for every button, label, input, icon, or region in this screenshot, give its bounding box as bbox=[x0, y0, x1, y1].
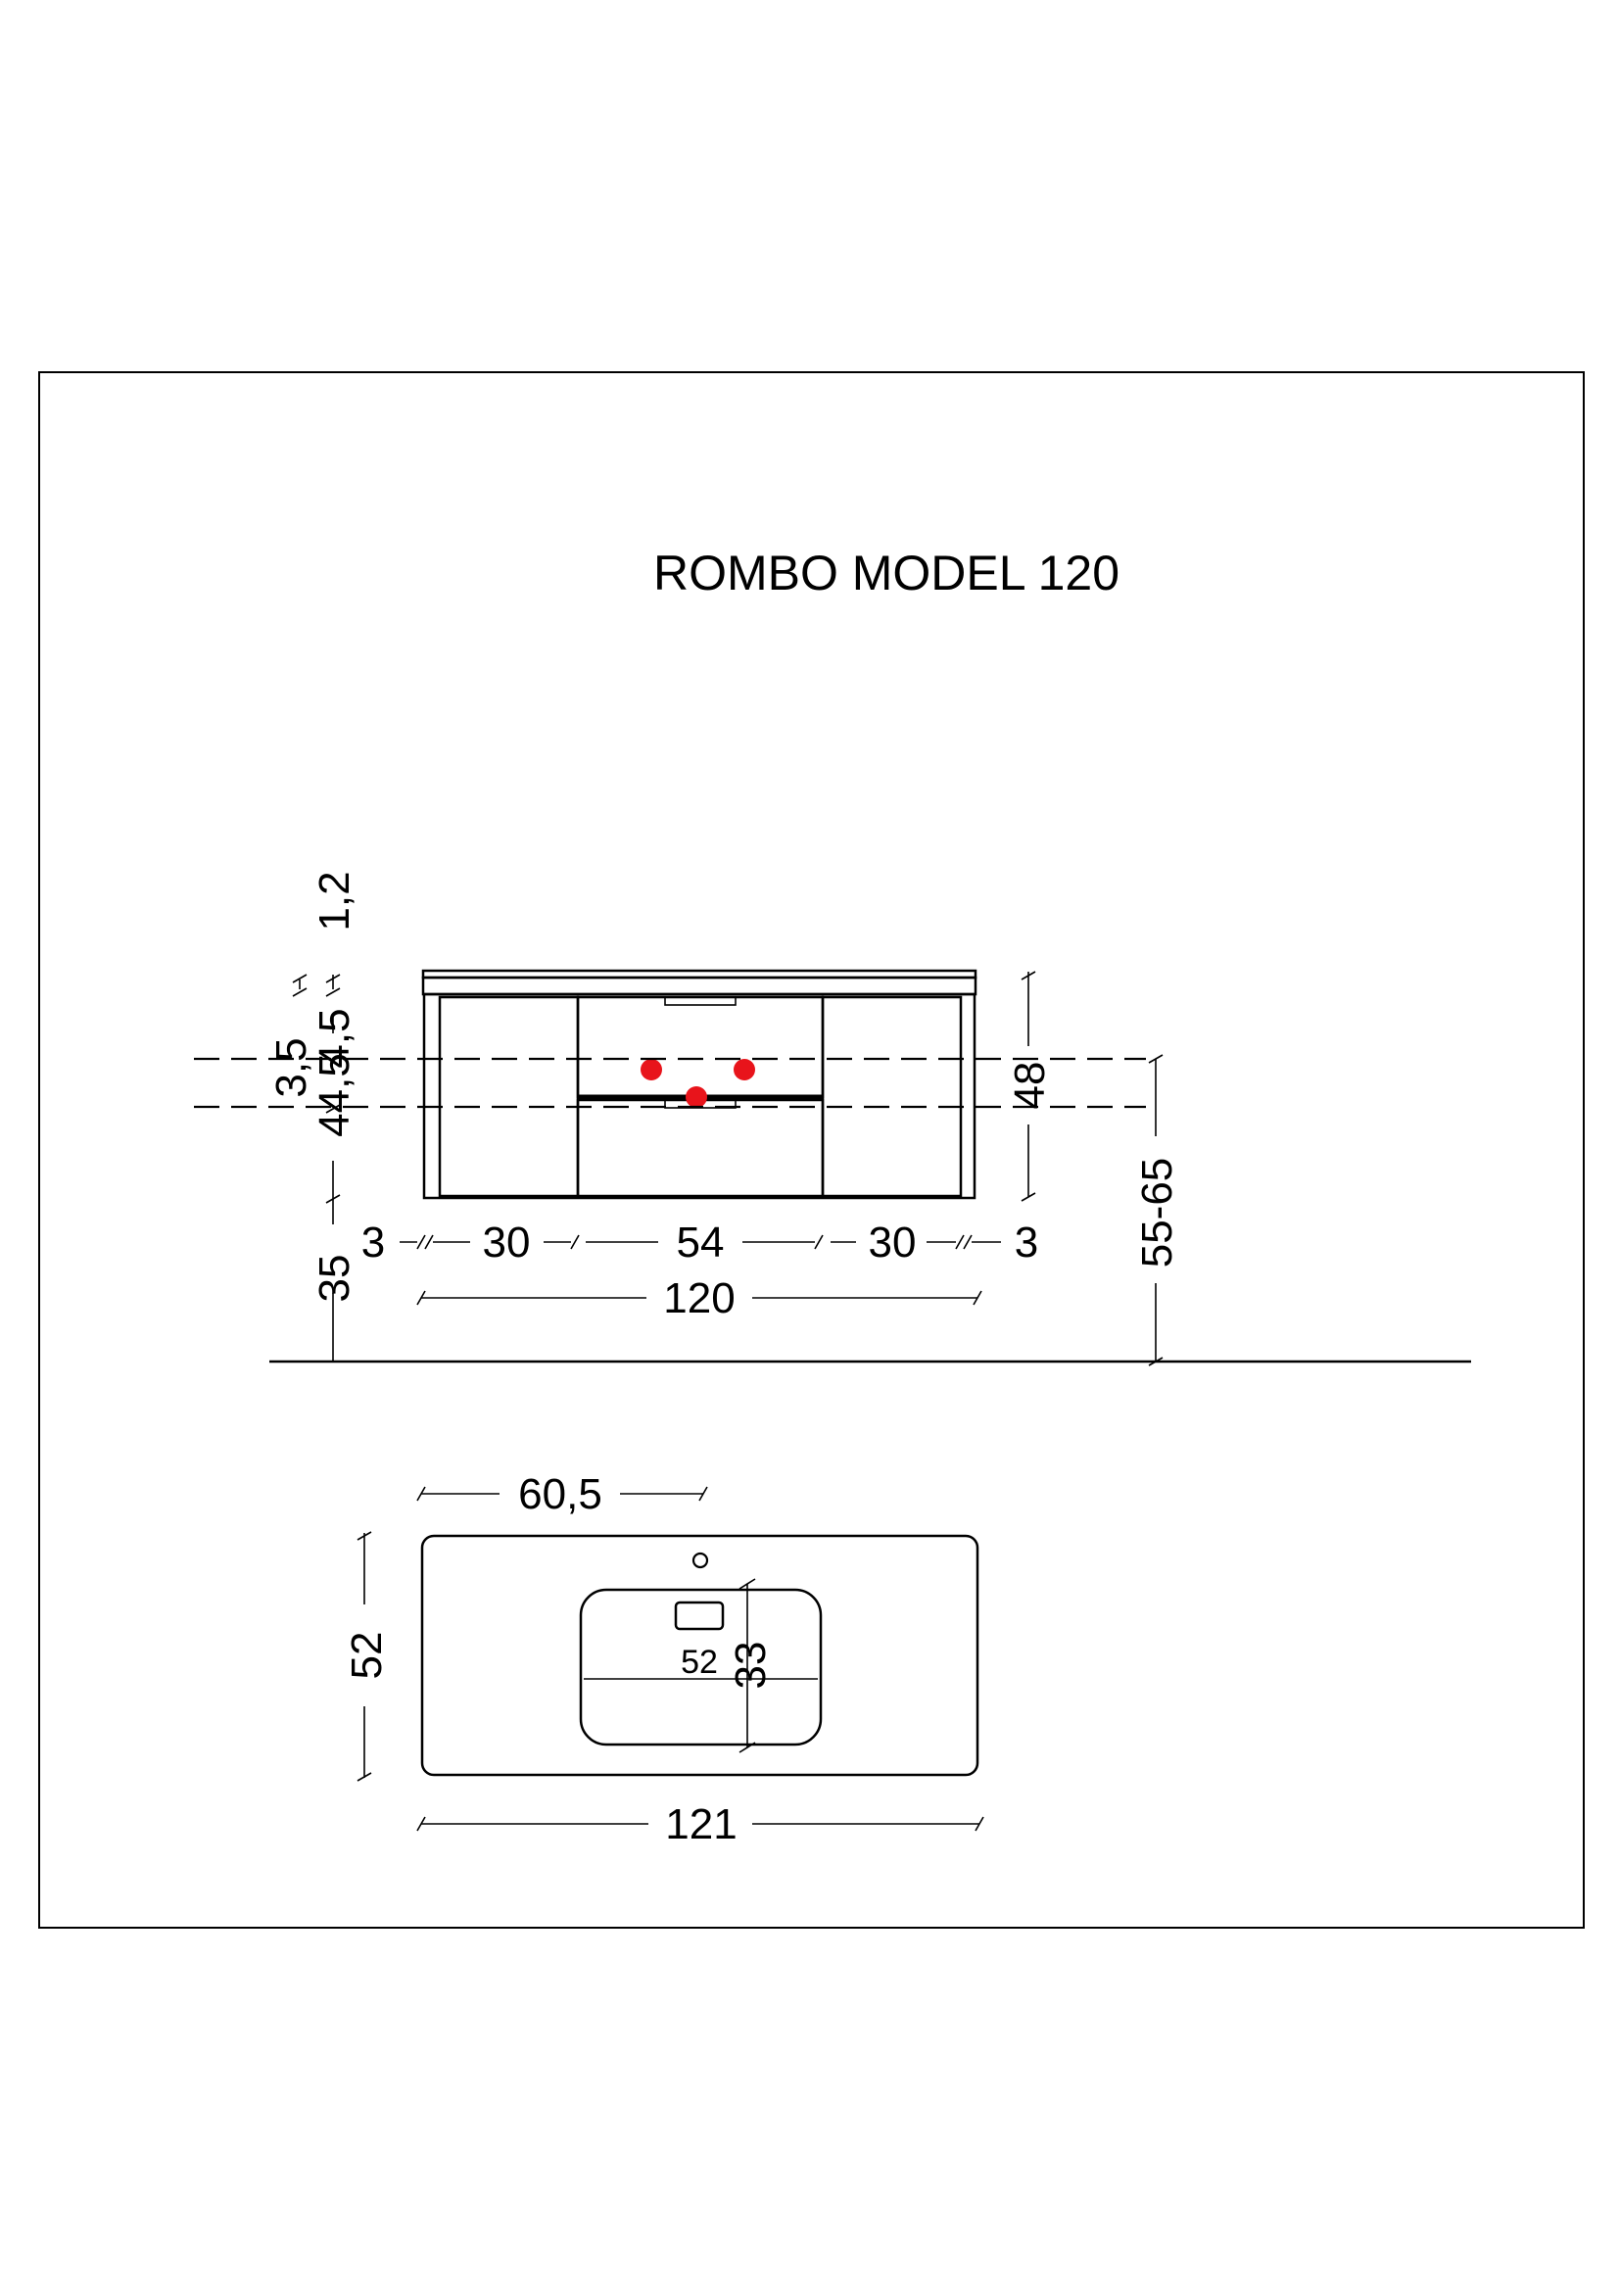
left-vertical-dimension bbox=[292, 974, 341, 1362]
top-view: 52 33 60,5 52 121 bbox=[343, 1470, 984, 1848]
dim-seg-2: 30 bbox=[483, 1219, 531, 1267]
dim-seg-5: 3 bbox=[1015, 1219, 1038, 1267]
tap-hole bbox=[691, 1552, 709, 1569]
total-width-dimension bbox=[416, 1290, 982, 1306]
countertop-depth-dimension bbox=[357, 1531, 372, 1782]
dim-tap-position: 60,5 bbox=[518, 1470, 602, 1518]
dim-cabinet-height: 48 bbox=[1006, 1062, 1054, 1110]
connection-point-center bbox=[686, 1086, 707, 1108]
left-side-panel bbox=[438, 995, 580, 1198]
dim-left-a: 3,5 bbox=[267, 1037, 315, 1097]
dim-countertop-depth: 52 bbox=[343, 1632, 391, 1680]
cabinet-body bbox=[422, 992, 976, 1200]
countertop-width-dimension bbox=[416, 1816, 984, 1832]
sheet-frame bbox=[38, 371, 1585, 1929]
dim-countertop-width: 121 bbox=[665, 1800, 737, 1848]
dim-left-b: 4,5 bbox=[310, 1008, 358, 1068]
dim-left-c: 44,5 bbox=[310, 1053, 358, 1137]
dim-seg-1: 3 bbox=[361, 1219, 385, 1267]
basin-outline bbox=[579, 1588, 823, 1746]
horizontal-segment-dimension bbox=[400, 1234, 1001, 1250]
dim-left-top: 1,2 bbox=[310, 871, 358, 931]
dim-seg-4: 30 bbox=[869, 1219, 917, 1267]
dim-seg-3: 54 bbox=[677, 1219, 725, 1267]
dim-basin-width: 52 bbox=[681, 1644, 718, 1681]
dim-total-width: 120 bbox=[663, 1274, 735, 1322]
dim-left-bottom: 35 bbox=[310, 1255, 358, 1303]
connection-point-left bbox=[641, 1059, 662, 1080]
upper-drawer-handle bbox=[664, 996, 737, 1006]
connection-point-right bbox=[734, 1059, 755, 1080]
right-side-panel bbox=[821, 995, 963, 1198]
upper-drawer bbox=[576, 995, 825, 1099]
tap-position-dimension bbox=[416, 1486, 708, 1502]
front-view: 1,2 3,5 4,5 44,5 35 48 55-65 bbox=[194, 871, 1471, 1366]
countertop-stone bbox=[421, 976, 977, 996]
drawing-title: ROMBO MODEL 120 bbox=[653, 546, 1119, 600]
cabinet-height-dimension bbox=[1021, 971, 1036, 1202]
overflow-slot bbox=[674, 1601, 725, 1631]
countertop-outline bbox=[420, 1534, 979, 1777]
mount-height-dimension bbox=[1148, 1054, 1164, 1366]
dim-basin-depth: 33 bbox=[727, 1642, 775, 1690]
lower-drawer bbox=[576, 1098, 825, 1198]
dim-mount-height: 55-65 bbox=[1133, 1158, 1181, 1268]
